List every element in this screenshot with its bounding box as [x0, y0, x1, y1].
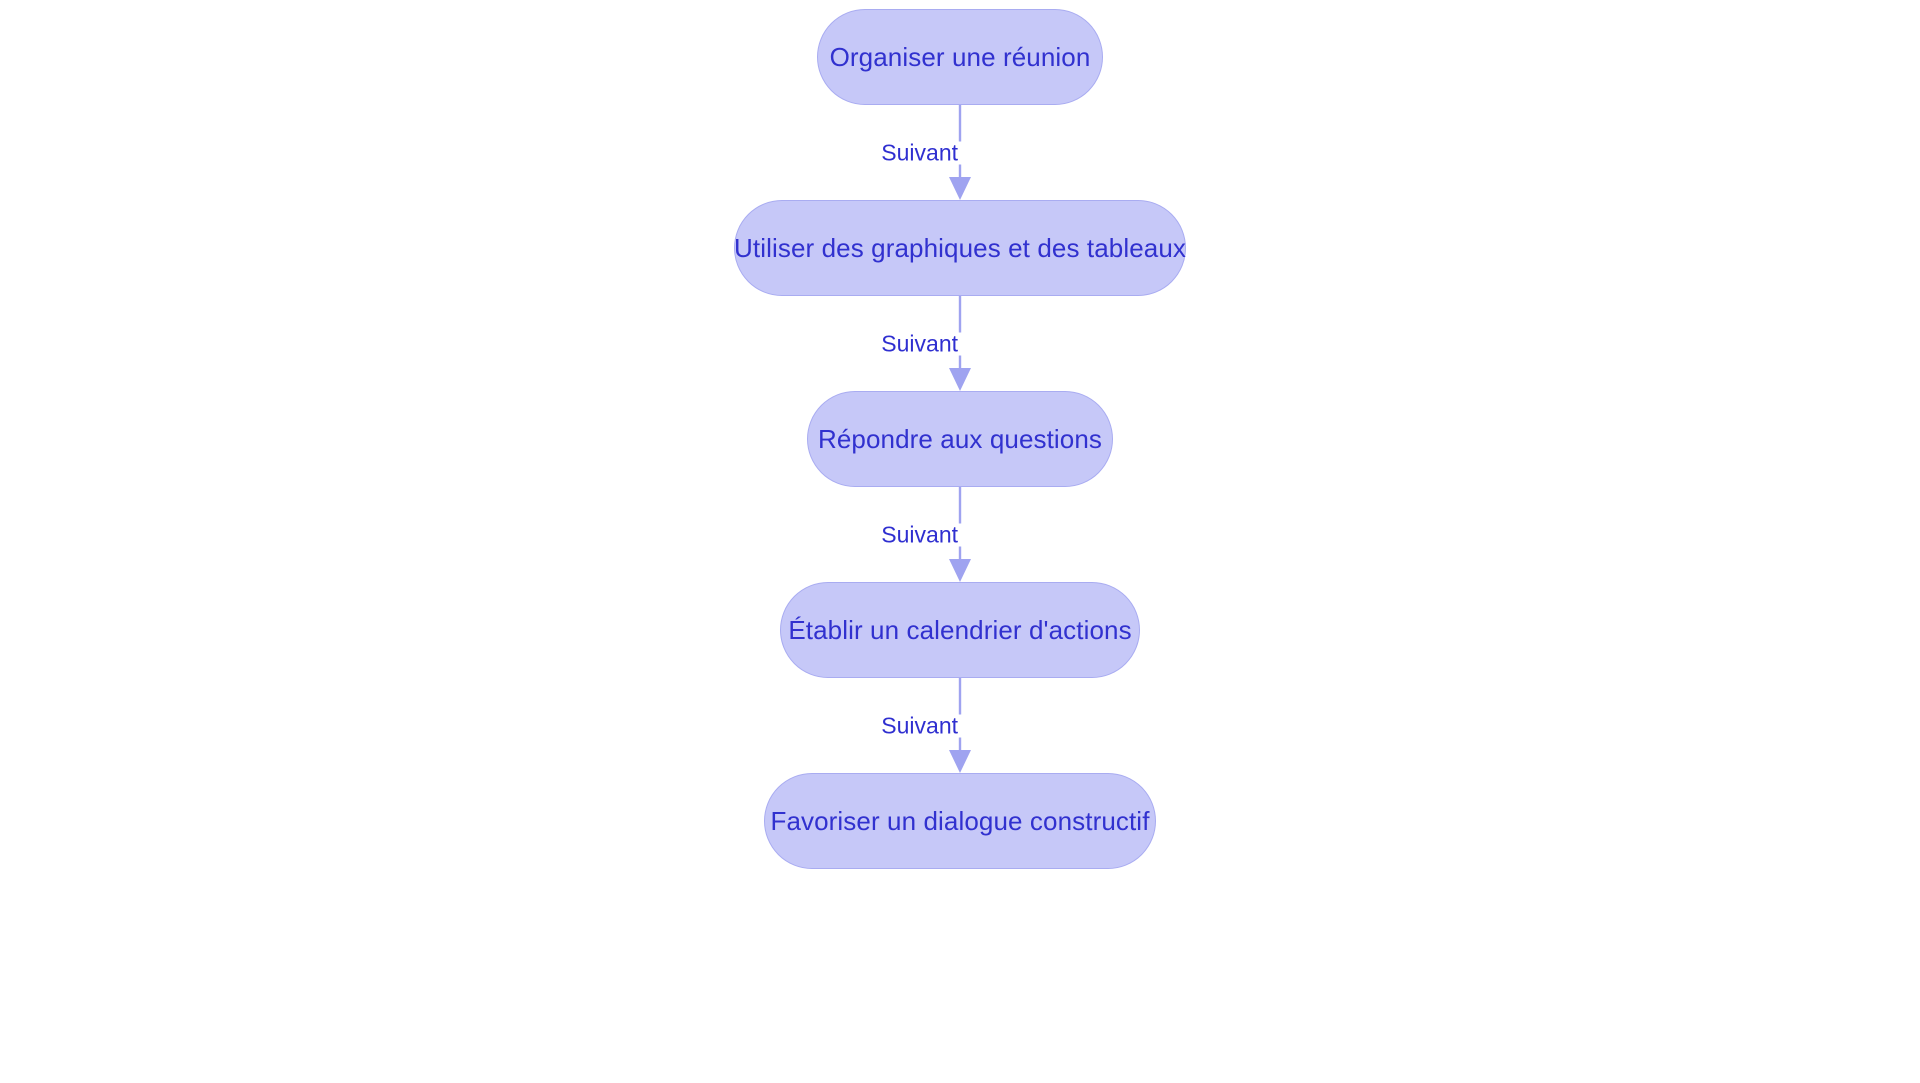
flow-node-etablir-un-calendrier-dactions[interactable]: Établir un calendrier d'actions [780, 582, 1140, 678]
flow-edge-n4-n5[interactable]: Suivant [810, 678, 1110, 773]
flow-node-label: Établir un calendrier d'actions [788, 615, 1132, 645]
flow-edge-label: Suivant [875, 141, 964, 164]
flow-node-label: Répondre aux questions [817, 424, 1103, 454]
flow-edge-n2-n3[interactable]: Suivant [810, 296, 1110, 391]
flow-node-utiliser-des-graphiques-et-des-tableaux[interactable]: Utiliser des graphiques et des tableaux [734, 200, 1186, 296]
flow-edge-label: Suivant [875, 523, 964, 546]
flow-node-organiser-une-reunion[interactable]: Organiser une réunion [817, 9, 1103, 105]
top-spacer [960, 0, 961, 9]
flow-node-repondre-aux-questions[interactable]: Répondre aux questions [807, 391, 1113, 487]
flow-edge-n1-n2[interactable]: Suivant [810, 105, 1110, 200]
flow-node-favoriser-un-dialogue-constructif[interactable]: Favoriser un dialogue constructif [764, 773, 1156, 869]
flow-edge-label: Suivant [875, 332, 964, 355]
flow-edge-label: Suivant [875, 714, 964, 737]
flow-node-label: Utiliser des graphiques et des tableaux [734, 233, 1186, 263]
flow-edge-n3-n4[interactable]: Suivant [810, 487, 1110, 582]
flow-node-label: Favoriser un dialogue constructif [770, 806, 1150, 836]
flow-node-label: Organiser une réunion [829, 42, 1091, 72]
